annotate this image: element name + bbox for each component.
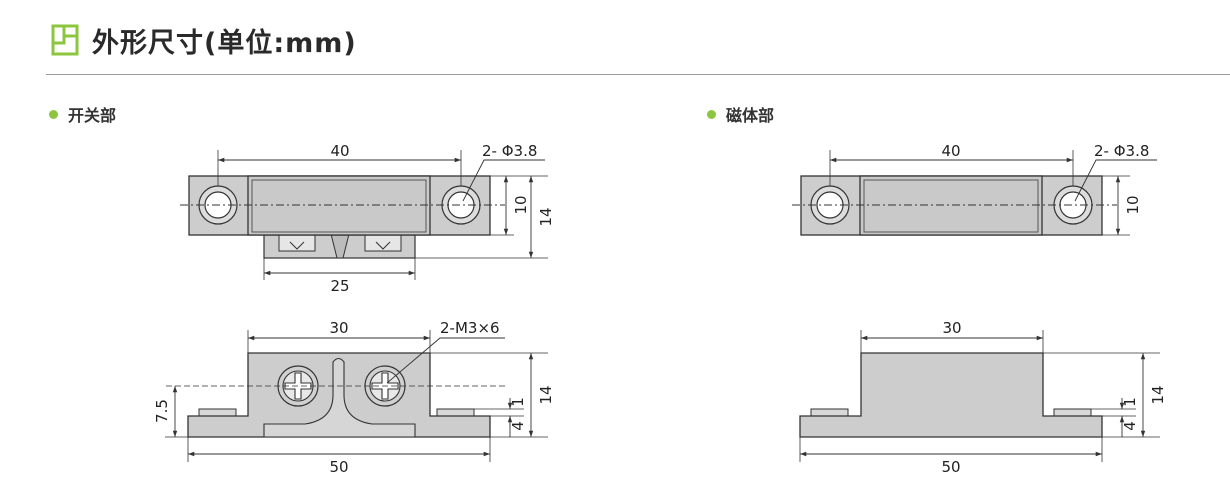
bullet-icon bbox=[49, 109, 58, 119]
dim-height-label: 10 bbox=[1124, 195, 1142, 214]
magnet-side-view: 30 14 1 4 50 bbox=[799, 319, 1167, 476]
dim-base-height-label: 4 bbox=[1121, 421, 1139, 431]
dim-overall-width-label: 50 bbox=[329, 458, 348, 476]
magnet-side-body bbox=[799, 352, 1103, 438]
section-label-switch: 开关部 bbox=[49, 102, 116, 126]
dim-width-label: 40 bbox=[941, 142, 960, 160]
dim-height-label: 14 bbox=[1149, 385, 1167, 404]
dim-inner-height-label: 10 bbox=[512, 195, 530, 214]
book-icon bbox=[51, 24, 79, 56]
dim-height-label: 14 bbox=[537, 385, 555, 404]
switch-label: 开关部 bbox=[68, 106, 117, 125]
dim-base-height-label: 4 bbox=[509, 421, 527, 431]
dim-width-label: 30 bbox=[329, 319, 348, 337]
dim-flange-label: 1 bbox=[509, 397, 527, 407]
dim-width-label: 40 bbox=[330, 142, 349, 160]
dim-width-label: 30 bbox=[942, 319, 961, 337]
dim-base-width-label: 25 bbox=[330, 277, 349, 295]
bullet-icon bbox=[707, 109, 716, 119]
dim-center-height-label: 7.5 bbox=[153, 399, 171, 423]
dim-outer-height-label: 14 bbox=[537, 207, 555, 226]
switch-side-view: 30 2-M3×6 14 7.5 1 4 50 bbox=[153, 319, 555, 476]
section-header: 外形尺寸(单位:mm) bbox=[50, 18, 357, 62]
section-label-magnet: 磁体部 bbox=[707, 102, 774, 126]
dim-flange-label: 1 bbox=[1121, 397, 1139, 407]
switch-top-view: 40 2- Φ3.8 10 14 25 bbox=[180, 142, 555, 295]
dim-hole-label: 2- Φ3.8 bbox=[482, 142, 537, 160]
page-title: 外形尺寸(单位:mm) bbox=[92, 27, 357, 59]
dim-hole-label: 2- Φ3.8 bbox=[1094, 142, 1149, 160]
divider bbox=[46, 74, 1230, 75]
dim-overall-width-label: 50 bbox=[941, 458, 960, 476]
magnet-label: 磁体部 bbox=[726, 106, 775, 125]
dim-screw-label: 2-M3×6 bbox=[440, 319, 500, 337]
magnet-top-view: 40 2- Φ3.8 10 bbox=[792, 142, 1157, 236]
